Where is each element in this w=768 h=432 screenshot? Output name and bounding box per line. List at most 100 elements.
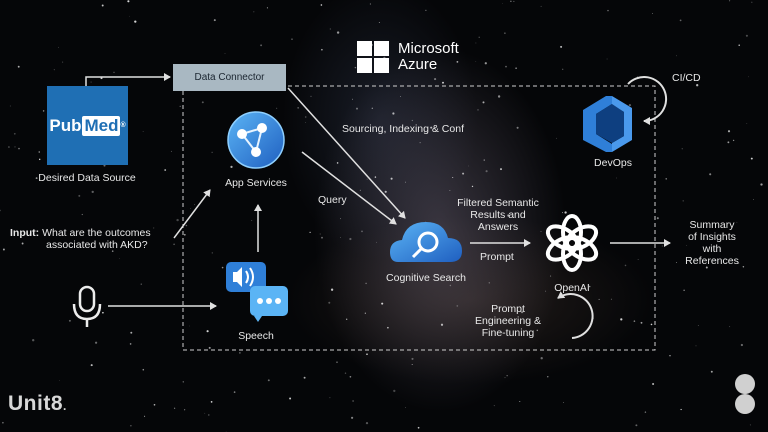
star bbox=[652, 13, 653, 14]
star bbox=[129, 343, 132, 345]
star bbox=[297, 107, 299, 109]
prompt-label: Prompt bbox=[480, 251, 514, 263]
star bbox=[319, 233, 321, 235]
star bbox=[251, 220, 253, 221]
star bbox=[224, 52, 226, 54]
star bbox=[305, 122, 306, 123]
star bbox=[352, 400, 354, 402]
star bbox=[68, 319, 71, 322]
star bbox=[365, 282, 367, 285]
sourcing-indexing-label: Sourcing, Indexing & Conf bbox=[342, 123, 464, 135]
star bbox=[58, 46, 59, 48]
star bbox=[134, 20, 137, 23]
star bbox=[750, 157, 753, 160]
star bbox=[9, 105, 11, 107]
star bbox=[520, 310, 524, 314]
star bbox=[321, 236, 323, 239]
input-line-1: What are the outcomes bbox=[42, 227, 151, 239]
star bbox=[352, 98, 353, 100]
star bbox=[13, 132, 16, 135]
star bbox=[727, 141, 730, 144]
star bbox=[547, 376, 549, 378]
star bbox=[640, 321, 643, 324]
query-label: Query bbox=[318, 194, 347, 206]
star bbox=[417, 426, 420, 429]
star bbox=[53, 69, 55, 71]
star bbox=[516, 126, 519, 129]
star bbox=[349, 375, 352, 378]
unit8-mark-icon bbox=[735, 374, 755, 414]
star bbox=[510, 0, 512, 3]
star bbox=[709, 173, 712, 176]
star bbox=[669, 355, 671, 357]
star bbox=[366, 353, 368, 356]
star bbox=[179, 105, 181, 108]
star bbox=[32, 339, 35, 342]
star bbox=[384, 190, 387, 193]
output-summary: Summary of Insights with References bbox=[674, 219, 750, 267]
devops-label: DevOps bbox=[594, 157, 632, 169]
input-question: Input: What are the outcomes associated … bbox=[10, 227, 170, 251]
star bbox=[102, 311, 104, 314]
arrow-source-to-connector bbox=[85, 73, 171, 86]
star bbox=[221, 266, 224, 269]
star bbox=[329, 397, 331, 399]
star bbox=[91, 190, 94, 194]
star bbox=[504, 32, 506, 34]
star bbox=[176, 218, 179, 222]
star bbox=[607, 9, 609, 12]
star bbox=[113, 71, 115, 73]
star bbox=[504, 377, 506, 379]
output-line-4: References bbox=[685, 255, 739, 267]
star bbox=[462, 172, 465, 175]
star bbox=[58, 380, 60, 381]
star bbox=[365, 421, 369, 425]
star bbox=[434, 78, 437, 81]
star bbox=[665, 178, 667, 180]
star bbox=[471, 185, 474, 188]
star bbox=[695, 345, 697, 347]
output-line-3: with bbox=[702, 243, 722, 255]
star bbox=[328, 301, 331, 304]
filtered-line-2: Results and bbox=[470, 209, 526, 221]
star bbox=[556, 137, 558, 139]
pubmed-logo-right: Med bbox=[82, 115, 121, 136]
star bbox=[336, 361, 338, 363]
star bbox=[661, 245, 663, 247]
star bbox=[170, 150, 172, 152]
star bbox=[610, 298, 612, 300]
star bbox=[710, 370, 713, 373]
star bbox=[456, 60, 459, 63]
star bbox=[563, 402, 564, 403]
star bbox=[515, 67, 517, 69]
star bbox=[291, 38, 293, 40]
star bbox=[356, 107, 358, 110]
microsoft-label: Microsoft bbox=[398, 40, 459, 57]
star bbox=[475, 42, 477, 44]
star bbox=[173, 243, 175, 246]
star bbox=[14, 146, 16, 148]
star bbox=[624, 264, 627, 267]
star bbox=[339, 237, 341, 238]
star bbox=[378, 21, 380, 24]
star bbox=[738, 44, 740, 47]
openai-label: OpenAI bbox=[554, 282, 590, 294]
azure-boundary bbox=[182, 85, 656, 351]
star bbox=[483, 159, 485, 161]
star bbox=[697, 324, 699, 326]
star bbox=[130, 331, 133, 334]
star bbox=[329, 28, 331, 30]
star bbox=[78, 194, 81, 197]
star bbox=[204, 412, 206, 414]
star bbox=[506, 375, 508, 377]
star bbox=[239, 352, 241, 354]
star bbox=[683, 289, 685, 291]
microsoft-azure-logo-text: Microsoft Azure bbox=[398, 41, 459, 73]
star bbox=[371, 107, 373, 109]
star bbox=[679, 19, 682, 22]
star bbox=[681, 148, 683, 150]
star bbox=[0, 209, 1, 212]
star bbox=[210, 401, 213, 403]
app-services-icon bbox=[227, 111, 285, 169]
star bbox=[330, 288, 334, 291]
